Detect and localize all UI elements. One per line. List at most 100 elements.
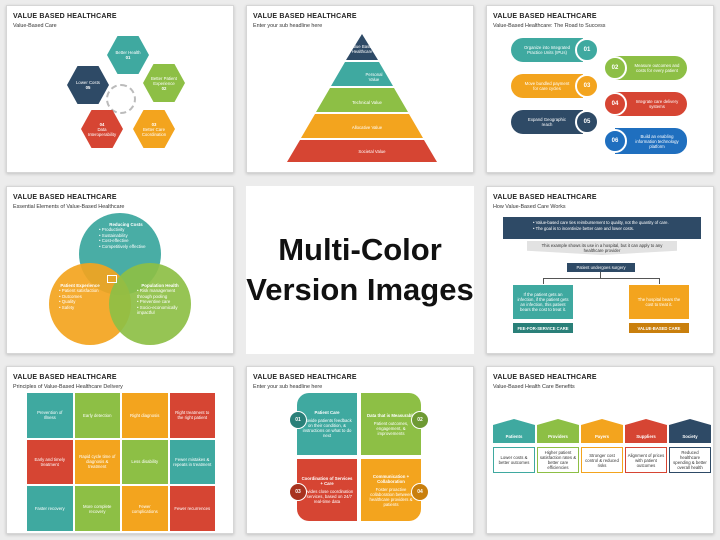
value-based-label: VALUE-BASED CARE xyxy=(629,323,689,333)
quadrant-number-1: 01 xyxy=(289,411,307,429)
road-item-5: Expand Geographic reach xyxy=(511,110,583,134)
slide-four-quadrants[interactable]: VALUE BASED HEALTHCARE Enter your sub he… xyxy=(246,366,474,534)
venn-left-text: Patient Experience • Patient satisfactio… xyxy=(59,283,100,310)
banner-line: Value-based care ties reimbursement to q… xyxy=(535,220,669,225)
quadrant-head: Data that is Measurable xyxy=(367,412,415,418)
item-number: 02 xyxy=(161,85,167,91)
surgery-box: Patient undergoes surgery xyxy=(567,263,635,272)
benefit-head-3: Payers xyxy=(581,419,623,443)
benefit-text: Stronger cost control & reduced risks xyxy=(585,452,619,468)
slide-value-based-care[interactable]: VALUE BASED HEALTHCARE Value-Based Care … xyxy=(6,5,234,173)
quadrant-3: Coordination of Services + Care Provides… xyxy=(297,459,357,521)
road-number-4: 04 xyxy=(603,92,627,116)
venn-bullet: Preventive care xyxy=(139,299,171,305)
slide-title: VALUE BASED HEALTHCARE xyxy=(493,194,597,201)
item-label: Better Health xyxy=(115,50,141,55)
quadrant-text: Provides close coordination of services,… xyxy=(300,489,354,504)
road-item-6: Build an enabling information technology… xyxy=(615,128,687,154)
benefit-title: Payers xyxy=(594,434,610,439)
item-label: Integrate care delivery systems xyxy=(635,99,679,109)
benefit-title: Society xyxy=(682,434,698,439)
pyramid-label-2: Personal Value xyxy=(365,72,383,82)
road-item-3: Move bundled payment for care cycles xyxy=(511,74,583,98)
pyramid-level-4 xyxy=(301,114,423,138)
slide-how-it-works[interactable]: VALUE BASED HEALTHCARE How Value-Based C… xyxy=(486,186,714,354)
benefit-body-3: Stronger cost control & reduced risks xyxy=(581,447,623,473)
quadrant-number-4: 04 xyxy=(411,483,429,501)
slide-subtitle: Principles of Value-Based Healthcare Del… xyxy=(13,384,123,390)
benefit-body-1: Lower costs & better outcomes xyxy=(493,447,535,473)
puzzle-cell: Early detection xyxy=(74,393,120,438)
item-label: Lower Costs xyxy=(76,80,100,85)
road-number-6: 06 xyxy=(603,129,627,153)
quadrant-number-3: 03 xyxy=(289,483,307,501)
puzzle-cell: Fewer complications xyxy=(122,486,168,531)
hex-item-5: Lower Costs 05 xyxy=(67,66,109,104)
pyramid-label-1: Value Based Healthcare xyxy=(349,44,375,54)
banner-line: The goal is to incentivize better care a… xyxy=(535,225,635,231)
pyramid-level-2 xyxy=(331,62,393,86)
item-label: Data Interoperability xyxy=(87,126,117,137)
benefit-text: Higher patient satisfaction rates & bett… xyxy=(539,450,577,470)
road-item-2: Measure outcomes and costs for every pat… xyxy=(615,56,687,80)
road-number-2: 02 xyxy=(603,56,627,80)
venn-bullet: Competitively effective xyxy=(101,243,146,249)
benefit-text: Alignment of prices with patient outcome… xyxy=(627,452,665,468)
benefit-body-4: Alignment of prices with patient outcome… xyxy=(625,447,667,473)
benefit-title: Providers xyxy=(548,434,568,439)
cell-label: More complete recovery xyxy=(83,503,112,514)
benefit-body-5: Reduced healthcare spending & better ove… xyxy=(669,447,711,473)
pyramid-level-5 xyxy=(287,140,437,162)
slide-title: VALUE BASED HEALTHCARE xyxy=(13,194,117,201)
benefit-title: Patients xyxy=(505,434,523,439)
slide-title: VALUE BASED HEALTHCARE xyxy=(493,13,597,20)
slide-value-pyramid[interactable]: VALUE BASED HEALTHCARE Enter your sub he… xyxy=(246,5,474,173)
cell-label: Right treatment to the right patient xyxy=(175,410,210,421)
slide-principles[interactable]: VALUE BASED HEALTHCARE Principles of Val… xyxy=(6,366,234,534)
road-number-3: 03 xyxy=(575,74,599,98)
item-label: Better Patient Experience xyxy=(150,75,178,86)
venn-top-text: Reducing Costs • Productivity • Sustaina… xyxy=(99,222,153,249)
venn-bullet: Safety xyxy=(61,304,75,310)
item-number: 03 xyxy=(151,121,157,127)
fee-for-service-label: FEE-FOR-SERVICE CARE xyxy=(513,323,573,333)
quadrant-text: Provide patients feedback on their condi… xyxy=(302,418,352,438)
item-label: Build an enabling information technology… xyxy=(635,133,679,149)
venn-right-circle xyxy=(109,263,191,345)
benefit-head-2: Providers xyxy=(537,419,579,443)
venn-bullet: Socio-economically impactful xyxy=(137,304,178,316)
slide-benefits[interactable]: VALUE BASED HEALTHCARE Value-Based Healt… xyxy=(486,366,714,534)
puzzle-cell: Faster recovery xyxy=(27,486,73,531)
connector-line xyxy=(543,278,659,279)
quadrant-text: Patient outcomes, engagement, & improvem… xyxy=(373,420,409,436)
box-text: If the patient gets an infection, if the… xyxy=(517,292,569,312)
value-based-box: The hospital bears the cost to treat it. xyxy=(629,285,689,319)
cell-label: Early and timely treatment xyxy=(34,456,66,467)
benefit-title: Suppliers xyxy=(636,434,656,439)
slide-title: VALUE BASED HEALTHCARE xyxy=(13,13,117,20)
benefit-body-2: Higher patient satisfaction rates & bett… xyxy=(537,447,579,473)
puzzle-grid: Prevention of Illness Early detection Ri… xyxy=(27,393,215,531)
slide-subtitle: Enter your sub headline here xyxy=(253,23,323,29)
quadrant-head: Patient Care xyxy=(314,410,340,415)
benefit-head-5: Society xyxy=(669,419,711,443)
item-label: Move bundled payment for care cycles xyxy=(524,81,570,91)
road-number-5: 05 xyxy=(575,110,599,134)
example-callout: This example shows its use in a hospital… xyxy=(527,241,677,255)
slide-title: VALUE BASED HEALTHCARE xyxy=(13,374,117,381)
venn-bullet: Productivity xyxy=(101,227,125,233)
pyramid-label-4: Allocative Value xyxy=(351,125,383,130)
pyramid-label-3: Technical Value xyxy=(352,100,382,105)
puzzle-cell: More complete recovery xyxy=(74,486,120,531)
slide-essential-elements[interactable]: VALUE BASED HEALTHCARE Essential Element… xyxy=(6,186,234,354)
venn-bullet: Sustainability xyxy=(101,232,128,238)
slide-road-to-success[interactable]: VALUE BASED HEALTHCARE Value-Based Healt… xyxy=(486,5,714,173)
venn-bullet: Risk management through pooling xyxy=(137,288,176,299)
venn-right-text: Population Health • Risk management thro… xyxy=(137,283,183,315)
quadrant-head: Communication + Collaboration xyxy=(372,473,410,484)
benefit-text: Reduced healthcare spending & better ove… xyxy=(673,450,707,470)
